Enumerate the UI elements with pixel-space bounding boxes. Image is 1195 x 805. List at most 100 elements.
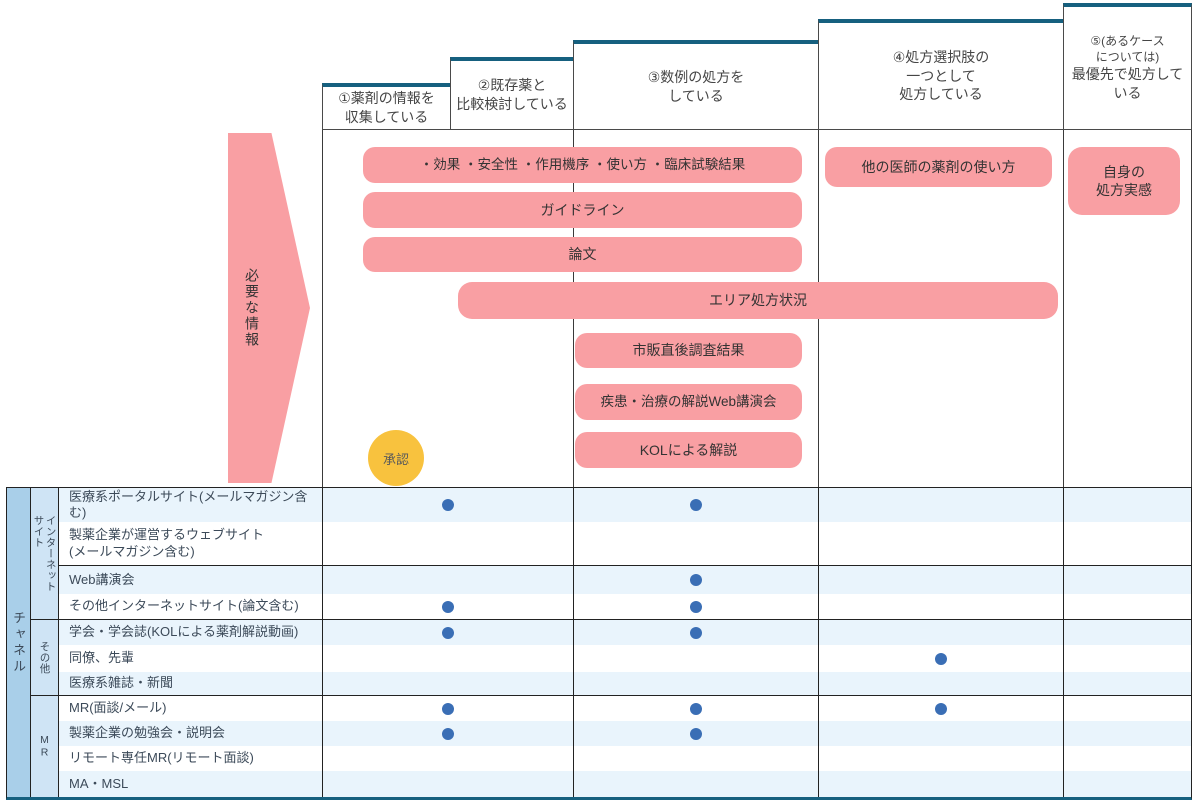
cell-stage5 <box>1064 522 1191 565</box>
cell-stage1-2 <box>323 488 574 522</box>
presence-dot <box>690 574 702 586</box>
cell-stage5 <box>1064 620 1191 645</box>
channel-name: 製薬企業の勉強会・説明会 <box>59 721 323 746</box>
channel-axis: チャネル <box>7 488 31 797</box>
info-box-guideline: ガイドライン <box>363 192 802 228</box>
stage-label-prefix: ⑤(あるケース については) <box>1090 33 1165 65</box>
channel-row: その他インターネットサイト(論文含む) <box>59 594 1191 620</box>
cell-stage1-2 <box>323 672 574 695</box>
info-box-other-doctors-usage: 他の医師の薬剤の使い方 <box>825 147 1052 187</box>
cell-stage5 <box>1064 672 1191 695</box>
cell-stage3 <box>574 566 819 594</box>
channel-name: リモート専任MR(リモート面談) <box>59 746 323 771</box>
channel-row: MR(面談/メール) <box>59 696 1191 721</box>
needed-info-label: 必要な情報 <box>244 268 260 348</box>
channel-name: 医療系ポータルサイト(メールマガジン含む) <box>59 488 323 522</box>
presence-dot <box>690 600 702 613</box>
cell-stage1-2 <box>323 746 574 771</box>
presence-dot <box>442 600 454 613</box>
presence-dot <box>690 499 702 511</box>
channel-name: 同僚、先輩 <box>59 645 323 672</box>
cell-stage5 <box>1064 645 1191 672</box>
cell-stage4 <box>819 746 1064 771</box>
cell-stage5 <box>1064 594 1191 619</box>
stage-header-3: ③数例の処方を している <box>573 40 819 130</box>
cell-stage4 <box>819 594 1064 619</box>
channel-table: チャネル インターネットサイト その他 MR 医療系ポータルサイト(メールマガジ… <box>6 487 1192 800</box>
cell-stage4 <box>819 696 1064 721</box>
approval-badge: 承認 <box>368 430 424 486</box>
channel-name: その他インターネットサイト(論文含む) <box>59 594 323 619</box>
needed-info-arrow: 必要な情報 <box>228 133 310 483</box>
channel-name: Web講演会 <box>59 566 323 594</box>
channel-name: MA・MSL <box>59 771 323 797</box>
info-box-own-experience: 自身の 処方実感 <box>1068 147 1180 215</box>
cell-stage1-2 <box>323 594 574 619</box>
presence-dot <box>690 702 702 715</box>
presence-dot <box>442 499 454 511</box>
info-box-web-lecture: 疾患・治療の解説Web講演会 <box>575 384 802 420</box>
stage-label: ①薬剤の情報を 収集している <box>338 90 435 125</box>
channel-name: 学会・学会誌(KOLによる薬剤解説動画) <box>59 620 323 645</box>
cell-stage3 <box>574 522 819 565</box>
group-internet-site: インターネットサイト <box>31 488 58 620</box>
cell-stage4 <box>819 721 1064 746</box>
cell-stage3 <box>574 721 819 746</box>
channel-row: リモート専任MR(リモート面談) <box>59 746 1191 771</box>
presence-dot <box>442 727 454 740</box>
stage-label: ②既存薬と 比較検討している <box>456 77 568 112</box>
channel-row: 製薬企業の勉強会・説明会 <box>59 721 1191 746</box>
presence-dot <box>442 702 454 715</box>
channel-row: Web講演会 <box>59 566 1191 594</box>
channel-row: 医療系ポータルサイト(メールマガジン含む) <box>59 488 1191 522</box>
cell-stage1-2 <box>323 721 574 746</box>
cell-stage1-2 <box>323 696 574 721</box>
cell-stage4 <box>819 566 1064 594</box>
cell-stage4 <box>819 522 1064 565</box>
channel-axis-label: チャネル <box>11 610 26 675</box>
cell-stage1-2 <box>323 566 574 594</box>
stage-header-1: ①薬剤の情報を 収集している <box>322 83 451 130</box>
cell-stage3 <box>574 696 819 721</box>
info-box-effect-safety: ・効果 ・安全性 ・作用機序 ・使い方 ・臨床試験結果 <box>363 147 802 183</box>
channel-row: 学会・学会誌(KOLによる薬剤解説動画) <box>59 620 1191 645</box>
info-box-area-prescription: エリア処方状況 <box>458 282 1058 319</box>
presence-dot <box>442 626 454 639</box>
channel-row: MA・MSL <box>59 771 1191 797</box>
cell-stage5 <box>1064 771 1191 797</box>
channel-rows: 医療系ポータルサイト(メールマガジン含む) 製薬企業が運営するウェブサイト (メ… <box>59 488 1191 797</box>
column-gridline <box>1063 130 1064 487</box>
stage-header-2: ②既存薬と 比較検討している <box>450 57 574 130</box>
presence-dot <box>690 626 702 639</box>
cell-stage1-2 <box>323 771 574 797</box>
cell-stage5 <box>1064 566 1191 594</box>
cell-stage1-2 <box>323 522 574 565</box>
column-gridline <box>322 130 323 487</box>
channel-row: 同僚、先輩 <box>59 645 1191 672</box>
channel-name: 医療系雑誌・新聞 <box>59 672 323 695</box>
cell-stage3 <box>574 645 819 672</box>
cell-stage1-2 <box>323 645 574 672</box>
cell-stage4 <box>819 488 1064 522</box>
stage-label: ④処方選択肢の 一つとして 処方している <box>892 48 990 103</box>
info-box-post-marketing-survey: 市販直後調査結果 <box>575 333 802 368</box>
cell-stage4 <box>819 771 1064 797</box>
stage-label: 最優先で処方して いる <box>1071 66 1184 102</box>
cell-stage5 <box>1064 746 1191 771</box>
channel-row: 製薬企業が運営するウェブサイト (メールマガジン含む) <box>59 522 1191 566</box>
channel-name: 製薬企業が運営するウェブサイト (メールマガジン含む) <box>59 522 323 565</box>
cell-stage3 <box>574 620 819 645</box>
cell-stage4 <box>819 672 1064 695</box>
cell-stage3 <box>574 672 819 695</box>
channel-group-column: インターネットサイト その他 MR <box>31 488 59 797</box>
cell-stage5 <box>1064 696 1191 721</box>
group-mr: MR <box>38 734 51 759</box>
cell-stage3 <box>574 488 819 522</box>
presence-dot <box>935 652 947 665</box>
cell-stage3 <box>574 771 819 797</box>
cell-stage5 <box>1064 721 1191 746</box>
stage-header-4: ④処方選択肢の 一つとして 処方している <box>818 19 1064 130</box>
stage-label: ③数例の処方を している <box>647 68 745 104</box>
channel-name: MR(面談/メール) <box>59 696 323 721</box>
